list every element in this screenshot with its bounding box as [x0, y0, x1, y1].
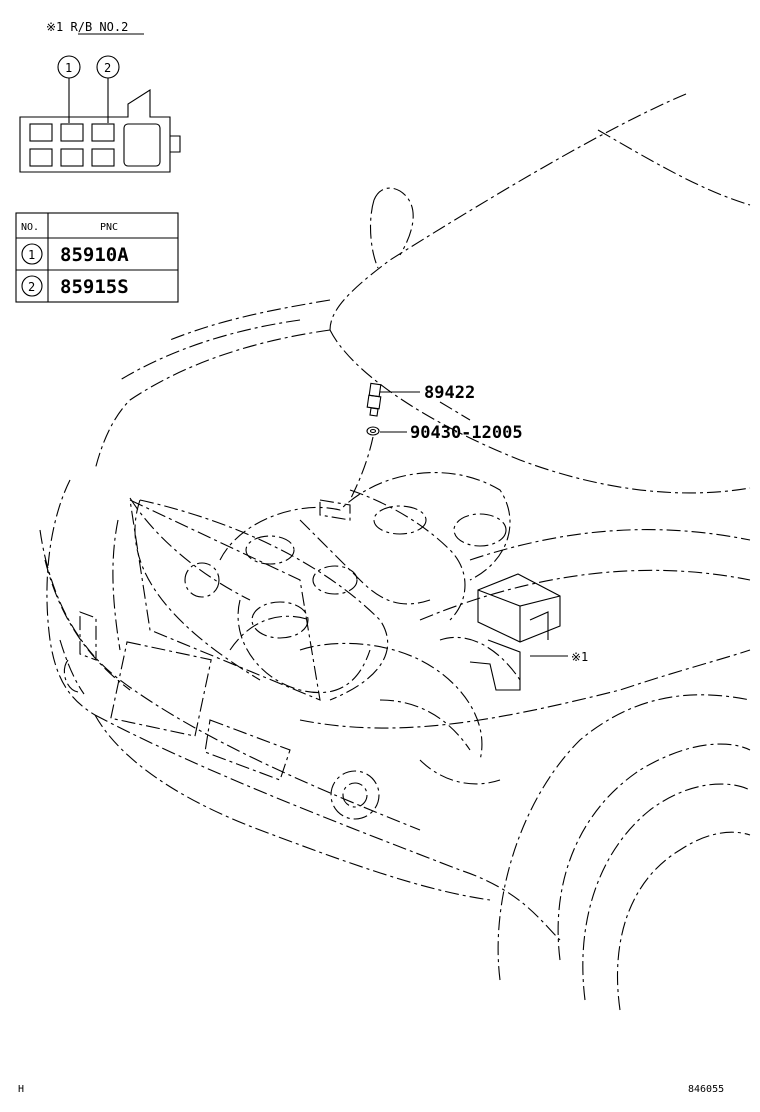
engine-assembly — [219, 472, 521, 785]
callout-label-2: 2 — [104, 61, 111, 75]
footer-illustration-number: 846055 — [688, 1084, 724, 1095]
gasket-90430-12005[interactable] — [366, 426, 380, 436]
sensor-89422[interactable] — [366, 382, 382, 417]
footer-left-code: H — [18, 1084, 24, 1095]
relay-block-marker-label: ※1 — [571, 650, 588, 664]
sensor-part-number[interactable]: 89422 — [424, 383, 475, 403]
relay-block-title: ※1 R/B NO.2 — [46, 20, 128, 34]
pnc-row-2-no: 2 — [28, 280, 35, 294]
pnc-table: NO. PNC 1 85910A 2 85915S — [15, 212, 179, 303]
install-line — [349, 436, 374, 501]
pnc-table-header-pnc: PNC — [100, 222, 118, 233]
relay-block-inset: ※1 R/B NO.2 1 2 — [19, 20, 181, 173]
pnc-row-1-no: 1 — [28, 248, 35, 262]
gasket-part-number[interactable]: 90430-12005 — [410, 423, 523, 443]
pnc-table-header-no: NO. — [21, 222, 39, 233]
sensor-dash-leader — [439, 401, 471, 421]
pnc-row-1-pnc[interactable]: 85910A — [60, 244, 129, 266]
pnc-row-2-pnc[interactable]: 85915S — [60, 276, 129, 298]
relay-block-in-vehicle[interactable] — [469, 573, 561, 691]
callout-label-1: 1 — [65, 61, 72, 75]
vehicle-body — [39, 93, 751, 1011]
